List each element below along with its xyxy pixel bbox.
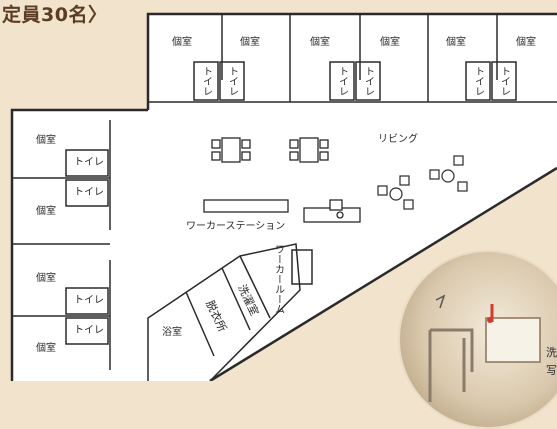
- toilet-box: [219, 61, 245, 101]
- diagonal-wall: [209, 166, 557, 381]
- left-room-walls: [12, 120, 111, 370]
- living-label: リビング: [378, 134, 418, 145]
- living-furniture: [377, 155, 468, 210]
- dining-furniture: [211, 137, 329, 163]
- private-room-label: 個室: [240, 37, 260, 48]
- toilet-label: トイレ: [74, 295, 104, 306]
- private-room-label: 個室: [36, 135, 56, 146]
- private-room-label: 個室: [36, 343, 56, 354]
- capacity-heading: 定員30名〉: [2, 4, 108, 26]
- private-room-label: 個室: [516, 37, 536, 48]
- private-room-label: 個室: [36, 273, 56, 284]
- toilet-box: [65, 317, 109, 345]
- private-room-label: 個室: [380, 37, 400, 48]
- toilet-label: トイレ: [498, 66, 510, 96]
- toilet-box: [65, 179, 109, 207]
- toilet-label: トイレ: [200, 66, 212, 96]
- toilet-label: トイレ: [362, 66, 374, 96]
- workstation-label: ワーカーステーション: [186, 221, 286, 232]
- toilet-box: [465, 61, 491, 101]
- toilet-label: トイレ: [472, 66, 484, 96]
- outer-wall: [10, 108, 148, 381]
- toilet-box: [65, 149, 109, 177]
- worker-room-label: ワーカールーム: [272, 244, 284, 314]
- floor-plan: [10, 12, 557, 381]
- private-room-label: 個室: [36, 206, 56, 217]
- bathroom-photo: [398, 250, 557, 429]
- photo-caption-line2: 写: [546, 364, 557, 377]
- bath-label: 浴室: [162, 327, 182, 338]
- toilet-box: [491, 61, 517, 101]
- toilet-label: トイレ: [74, 325, 104, 336]
- workstation-furniture: [203, 199, 361, 223]
- toilet-box: [65, 287, 109, 315]
- toilet-label: トイレ: [74, 157, 104, 168]
- toilet-box: [355, 61, 381, 101]
- photo-caption-line1: 洗: [546, 346, 557, 359]
- top-room-walls: [148, 14, 557, 103]
- outer-wall: [146, 12, 557, 110]
- toilet-box: [329, 61, 355, 101]
- handrail-illustration: [428, 294, 541, 402]
- toilet-label: トイレ: [336, 66, 348, 96]
- private-room-label: 個室: [310, 37, 330, 48]
- private-room-label: 個室: [446, 37, 466, 48]
- private-room-label: 個室: [172, 37, 192, 48]
- toilet-box: [193, 61, 219, 101]
- service-block: [147, 243, 313, 381]
- toilet-label: トイレ: [226, 66, 238, 96]
- worker-room-box: [291, 249, 313, 285]
- toilet-label: トイレ: [74, 187, 104, 198]
